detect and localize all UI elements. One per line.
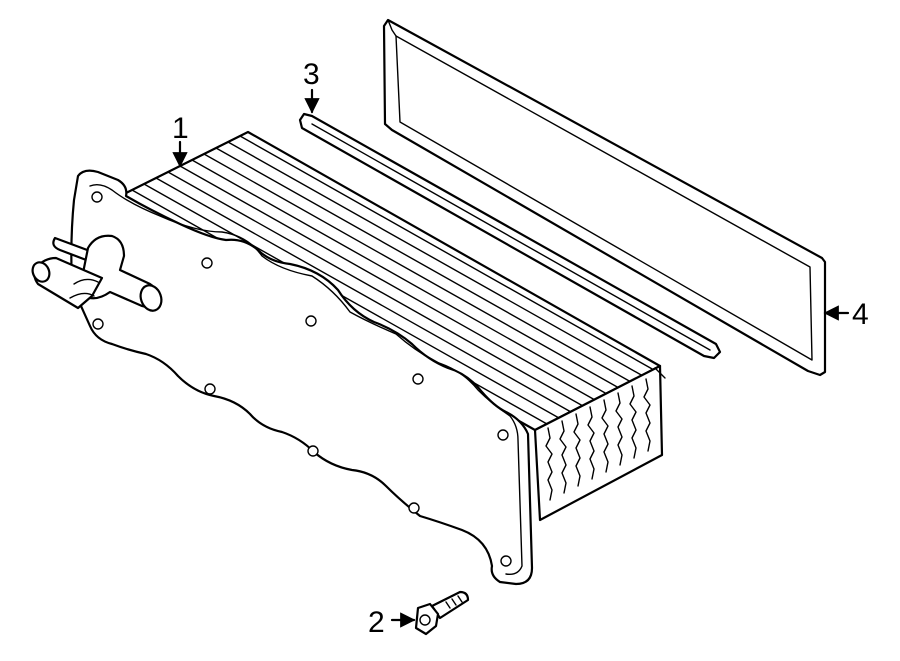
callout-4: 4 — [852, 298, 869, 331]
callout-1: 1 — [172, 112, 189, 145]
part-4-gasket-frame — [382, 18, 827, 377]
part-3-seal-strip — [298, 112, 722, 360]
callout-3: 3 — [303, 58, 320, 91]
part-1-cooler-core — [31, 130, 666, 586]
callout-2: 2 — [368, 606, 385, 639]
part-2-bolt — [414, 590, 470, 636]
